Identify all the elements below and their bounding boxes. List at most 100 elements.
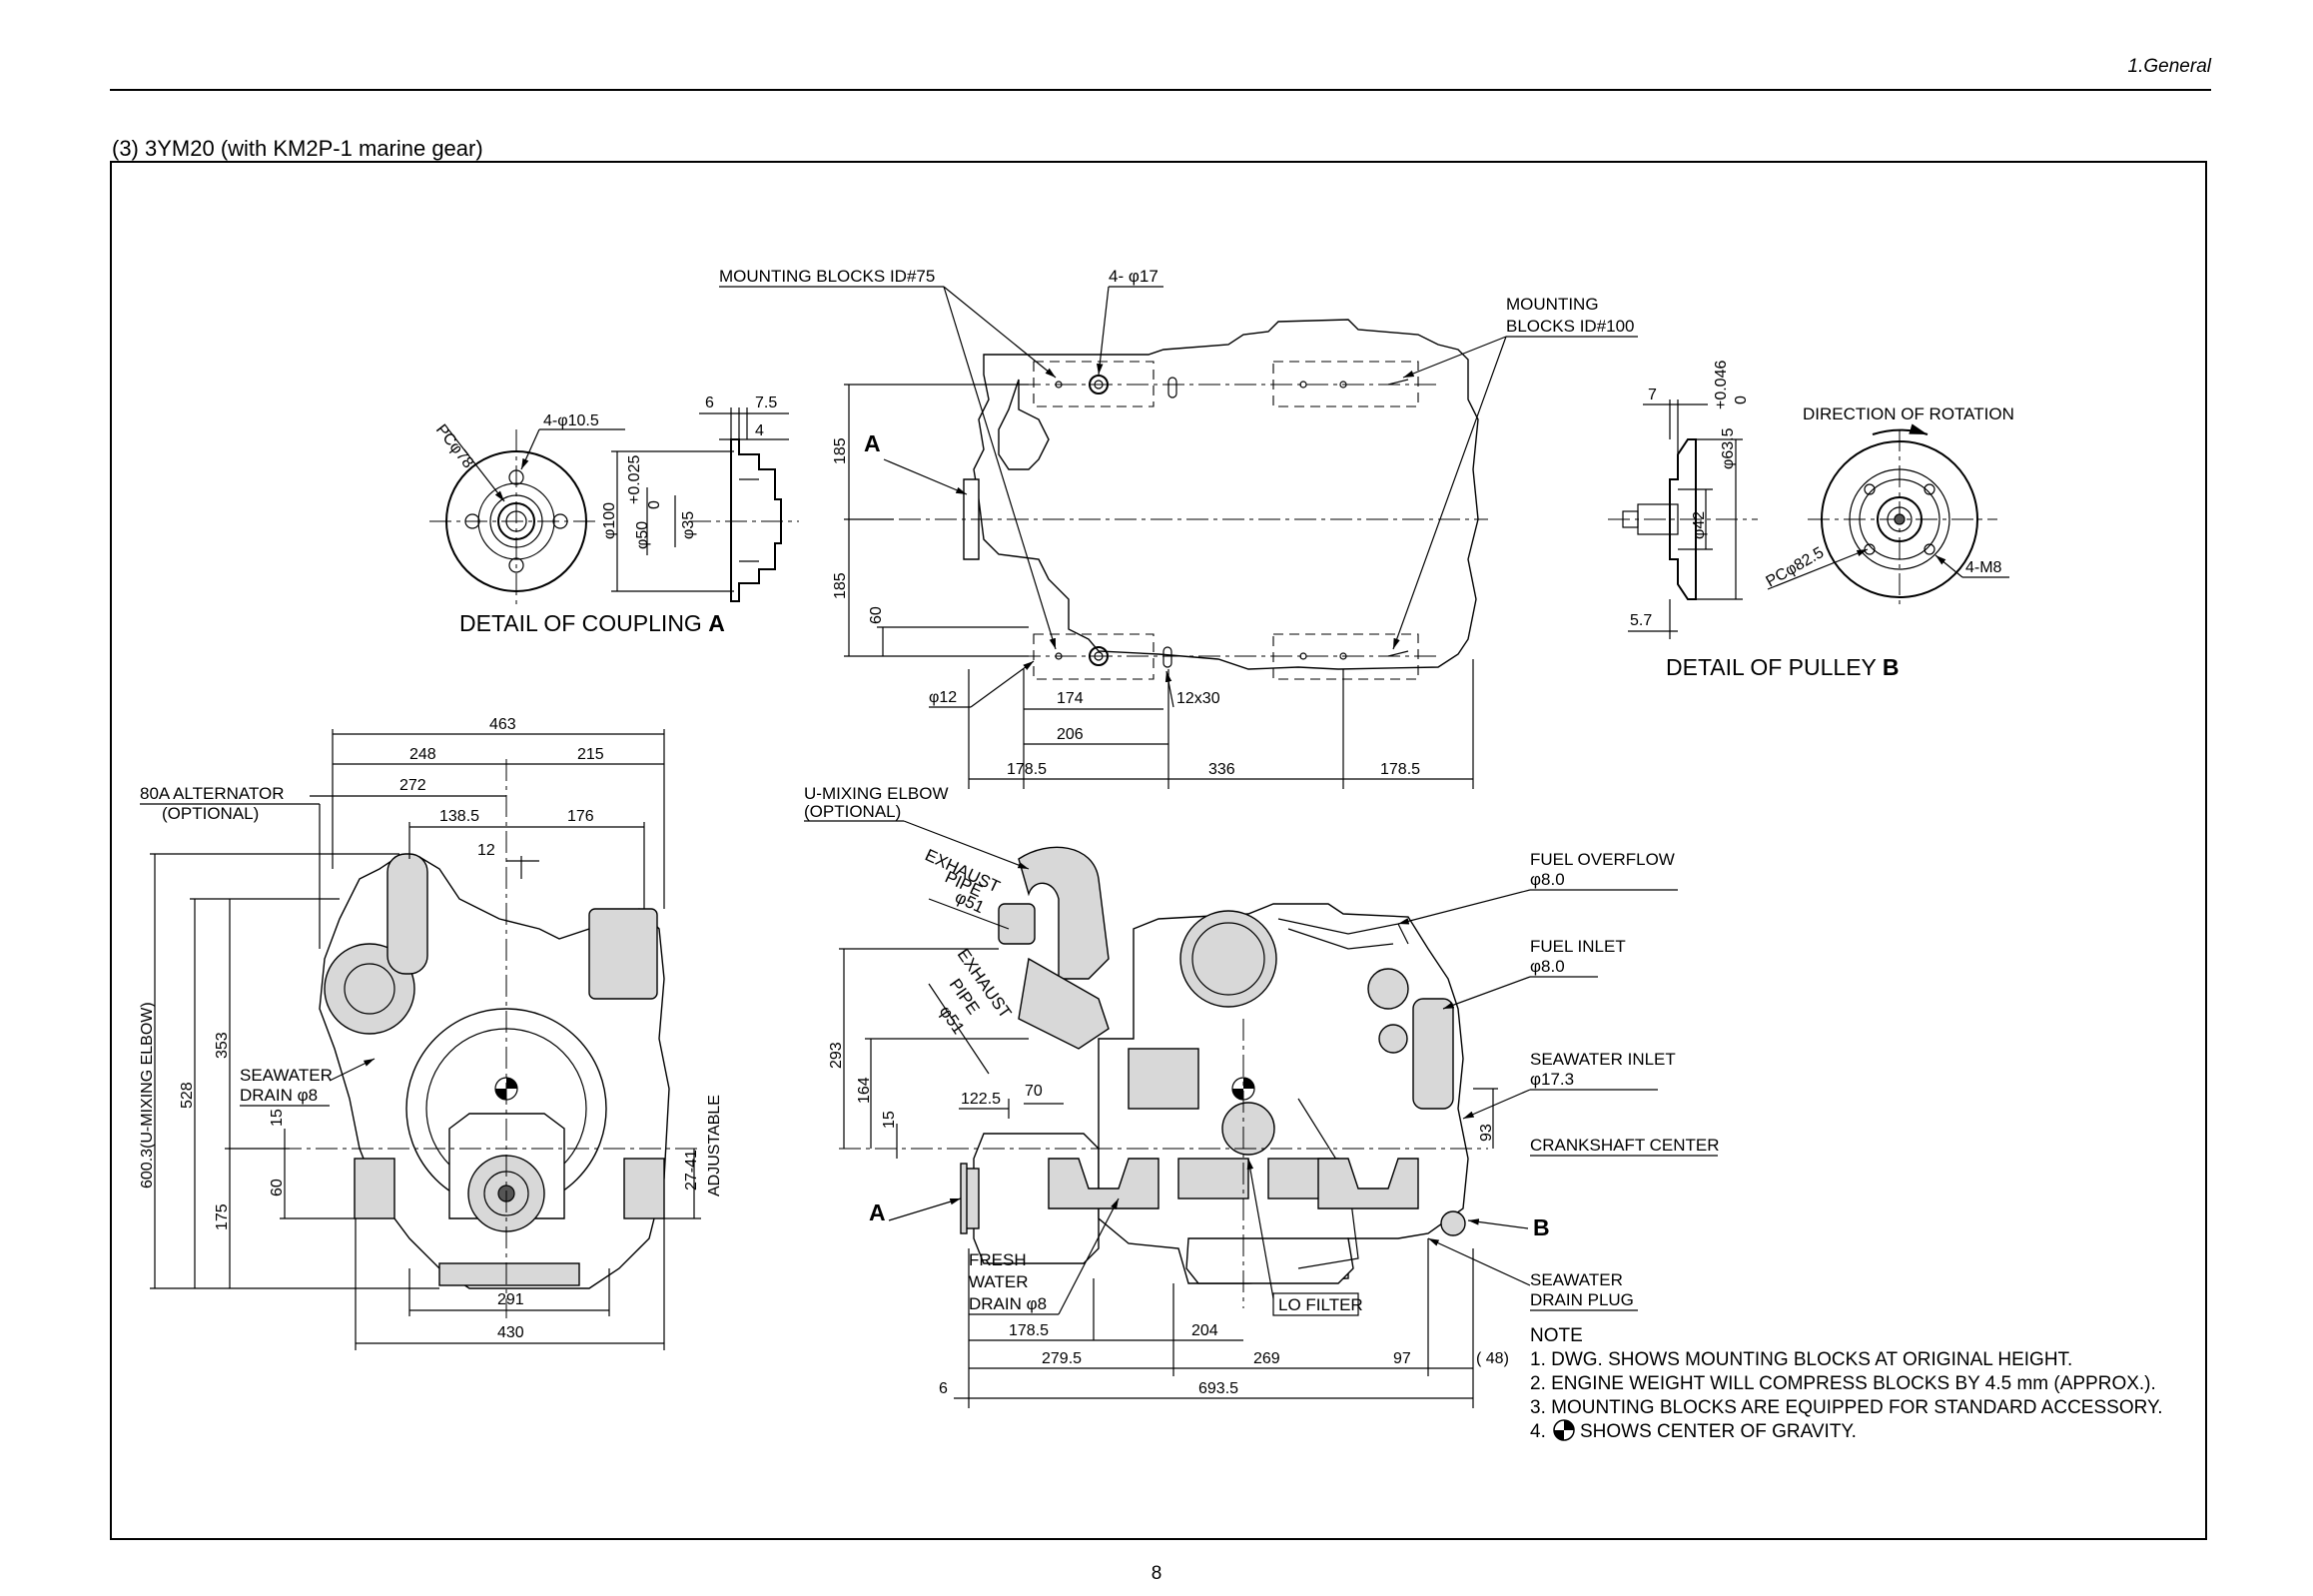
pulley-d63-5: φ63.5 [1720, 427, 1737, 469]
fresh-water-label-1: FRESH [969, 1250, 1027, 1269]
drawing-frame [110, 161, 2207, 1540]
front-view: 463 248 215 272 138.5 176 12 80A ALTERNA… [139, 716, 723, 1350]
plan-185-top: 185 [832, 437, 849, 464]
pulley-tol-lower: 0 [1733, 396, 1750, 404]
fuel-inlet-label: FUEL INLET [1530, 937, 1626, 956]
side-279-5: 279.5 [1042, 1350, 1082, 1367]
header-rule [110, 89, 2211, 91]
front-215: 215 [577, 746, 604, 763]
mounting-blocks-75: MOUNTING BLOCKS ID#75 [719, 267, 935, 286]
coupling-pcd: PCφ78 [432, 421, 476, 471]
u-mixing-label-1: U-MIXING ELBOW [804, 784, 949, 803]
fresh-water-label-3: DRAIN φ8 [969, 1294, 1047, 1313]
front-176: 176 [567, 808, 594, 825]
alternator-label-1: 80A ALTERNATOR [140, 784, 285, 803]
plan-d12: φ12 [929, 689, 957, 706]
plan-60: 60 [868, 606, 885, 624]
plan-206: 206 [1057, 726, 1084, 743]
section-header: 1.General [2127, 56, 2211, 77]
front-12: 12 [477, 842, 495, 859]
fresh-water-label-2: WATER [969, 1272, 1029, 1291]
front-463: 463 [489, 716, 516, 733]
seawater-inlet-label: SEAWATER INLET [1530, 1050, 1676, 1069]
side-6: 6 [939, 1380, 948, 1397]
mounting-blocks-100-line2: BLOCKS ID#100 [1506, 317, 1635, 336]
lo-filter-label: LO FILTER [1278, 1295, 1363, 1314]
plan-174: 174 [1057, 690, 1084, 707]
crankshaft-center: CRANKSHAFT CENTER [1530, 1136, 1720, 1155]
pulley-m8: 4-M8 [1965, 559, 2002, 576]
pulley-pcd: PCφ82.5 [1764, 544, 1828, 591]
front-430: 430 [497, 1324, 524, 1341]
seawater-inlet-size: φ17.3 [1530, 1070, 1574, 1089]
plan-336: 336 [1208, 761, 1235, 778]
front-248: 248 [409, 746, 436, 763]
front-seawater-label-1: SEAWATER [240, 1066, 333, 1085]
coupling-caption: DETAIL OF COUPLING A [459, 610, 725, 636]
fuel-overflow-label: FUEL OVERFLOW [1530, 850, 1675, 869]
front-528: 528 [179, 1082, 196, 1109]
side-269: 269 [1253, 1350, 1280, 1367]
u-mixing-label-2: (OPTIONAL) [804, 802, 901, 821]
front-353: 353 [214, 1032, 231, 1059]
front-138-5: 138.5 [439, 808, 479, 825]
front-272: 272 [399, 777, 426, 794]
plan-178-5-right: 178.5 [1380, 761, 1420, 778]
alternator-label-2: (OPTIONAL) [162, 804, 259, 823]
note-4: SHOWS CENTER OF GRAVITY. [1580, 1421, 1857, 1442]
holes-17: 4- φ17 [1109, 267, 1158, 286]
side-97: 97 [1393, 1350, 1411, 1367]
pulley-d5-7: 5.7 [1630, 612, 1652, 629]
side-178-5: 178.5 [1009, 1322, 1049, 1339]
fuel-inlet-size: φ8.0 [1530, 957, 1565, 976]
side-122-5: 122.5 [961, 1091, 1001, 1108]
front-600-3: 600.3(U-MIXING ELBOW) [139, 1002, 156, 1189]
side-15: 15 [881, 1111, 898, 1129]
coupling-d-inner: φ35 [680, 511, 697, 539]
side-a-label: A [869, 1199, 886, 1225]
side-693-5: 693.5 [1198, 1380, 1238, 1397]
side-204: 204 [1191, 1322, 1218, 1339]
side-293: 293 [828, 1042, 845, 1069]
side-b-label: B [1533, 1214, 1550, 1240]
direction-of-rotation: DIRECTION OF ROTATION [1803, 404, 2014, 423]
seawater-drain-label-1: SEAWATER [1530, 1270, 1623, 1289]
coupling-holes: 4-φ10.5 [543, 412, 599, 429]
coupling-tol-upper: +0.025 [626, 455, 643, 504]
coupling-w1: 6 [705, 395, 714, 411]
front-27-41: 27-41 [683, 1150, 700, 1191]
note-2: 2. ENGINE WEIGHT WILL COMPRESS BLOCKS BY… [1530, 1373, 2156, 1394]
coupling-d-outer: φ100 [601, 502, 618, 539]
coupling-d-spigot: φ50 [634, 521, 651, 549]
side-70: 70 [1025, 1083, 1043, 1100]
center-of-gravity-icon [1553, 1419, 1575, 1441]
plan-185-bot: 185 [832, 572, 849, 599]
front-60: 60 [269, 1179, 286, 1197]
plan-178-5-left: 178.5 [1007, 761, 1047, 778]
front-seawater-label-2: DRAIN φ8 [240, 1086, 318, 1105]
exhaust-pipe-1-line3: φ51 [952, 887, 987, 917]
pulley-tol-upper: +0.046 [1713, 361, 1730, 409]
front-175: 175 [214, 1203, 231, 1230]
notes-block: NOTE 1. DWG. SHOWS MOUNTING BLOCKS AT OR… [1530, 1325, 2162, 1442]
note-1: 1. DWG. SHOWS MOUNTING BLOCKS AT ORIGINA… [1530, 1349, 2072, 1370]
pulley-d7: 7 [1648, 387, 1657, 403]
note-4-prefix: 4. [1530, 1421, 1546, 1442]
coupling-detail: PCφ78 4-φ10.5 φ100 φ50 +0.025 0 φ35 6 7.… [429, 395, 799, 636]
plan-a-label: A [864, 430, 881, 456]
notes-title: NOTE [1530, 1325, 1583, 1346]
fuel-overflow-size: φ8.0 [1530, 870, 1565, 889]
plan-slot: 12x30 [1176, 690, 1220, 707]
coupling-w2: 7.5 [755, 395, 777, 411]
coupling-tol-lower: 0 [646, 500, 663, 509]
note-3: 3. MOUNTING BLOCKS ARE EQUIPPED FOR STAN… [1530, 1397, 2162, 1418]
coupling-w3: 4 [755, 422, 764, 439]
drawing-title: (3) 3YM20 (with KM2P-1 marine gear) [112, 136, 483, 161]
side-48: ( 48) [1476, 1350, 1509, 1367]
pulley-detail: 7 φ63.5 +0.046 0 φ42 5.7 DIRECTION OF RO… [1608, 361, 2014, 680]
pulley-d42: φ42 [1691, 511, 1708, 539]
side-164: 164 [856, 1077, 873, 1104]
side-93: 93 [1478, 1124, 1495, 1142]
page-number: 8 [1151, 1563, 1162, 1584]
